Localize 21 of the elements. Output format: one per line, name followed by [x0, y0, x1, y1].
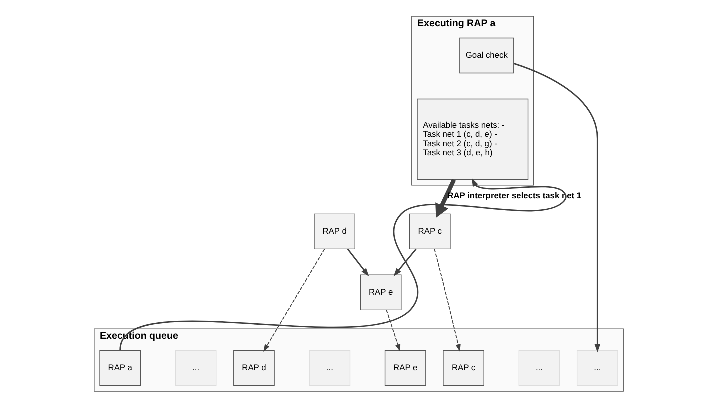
node-box: RAP c [443, 350, 484, 386]
node-box: RAP a [100, 350, 142, 386]
arrow [386, 310, 401, 352]
node-box: RAP d [314, 214, 356, 250]
arrow [394, 248, 417, 277]
arrow [434, 248, 461, 352]
arrow [347, 248, 370, 277]
node-box: ... [518, 350, 560, 386]
node-box: ... [175, 350, 217, 386]
node-box: Goal check [460, 38, 514, 74]
node-box: RAP e [360, 274, 402, 311]
node-box: Available tasks nets: - Task net 1 (c, d, e) - Task net 2 (c, d, g) - Task net 3 (d, e, h) [417, 98, 529, 180]
node-box: RAP e [384, 350, 426, 386]
node-box: RAP c [409, 214, 451, 250]
node-box: ... [309, 350, 351, 386]
arrow [264, 248, 326, 352]
node-box: RAP d [234, 350, 275, 386]
arrow [436, 179, 456, 218]
arrow [120, 178, 566, 350]
arrow [514, 62, 601, 353]
node-box: ... [576, 350, 618, 386]
